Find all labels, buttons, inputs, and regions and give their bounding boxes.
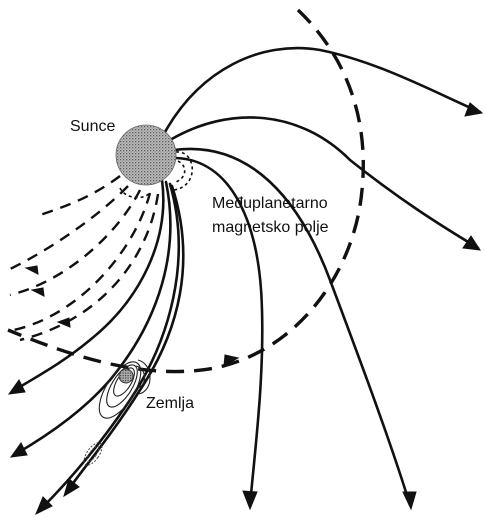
- earth: [119, 369, 133, 383]
- spacecraft-probe: [81, 440, 106, 468]
- imf-label-line1: Međuplanetarno: [212, 195, 328, 212]
- imf-label-line2: magnetsko polje: [212, 219, 329, 236]
- arrowhead-lower-right: [403, 492, 416, 509]
- sun: [116, 125, 176, 185]
- arrowhead-dashed-3: [58, 318, 70, 327]
- arrowhead-down-center: [243, 491, 257, 509]
- arrowhead-top-right: [465, 103, 482, 116]
- dashed-field-loop-4: [20, 194, 158, 340]
- current-sheet-arc: [8, 10, 363, 372]
- arrowhead-down-left-1: [9, 380, 25, 394]
- dashed-field-loop-5: [40, 176, 120, 215]
- earth-label: Zemlja: [146, 395, 194, 412]
- field-line-down-left-3: [40, 184, 179, 510]
- arrowhead-down-left-2: [11, 443, 27, 457]
- field-line-top-right: [165, 48, 480, 132]
- field-line-down-left-2: [14, 182, 170, 455]
- field-line-down-left-1: [12, 180, 163, 392]
- dashed-field-loop-2: [10, 190, 140, 295]
- dashed-field-loop-3: [14, 193, 150, 330]
- arrowhead-right: [463, 236, 480, 250]
- dashed-field-loop-1: [8, 186, 128, 270]
- sun-label: Sunce: [70, 118, 115, 135]
- arrowhead-dashed-1: [26, 266, 38, 274]
- arrowhead-dashed-2: [32, 288, 44, 296]
- field-line-through-earth: [68, 186, 183, 490]
